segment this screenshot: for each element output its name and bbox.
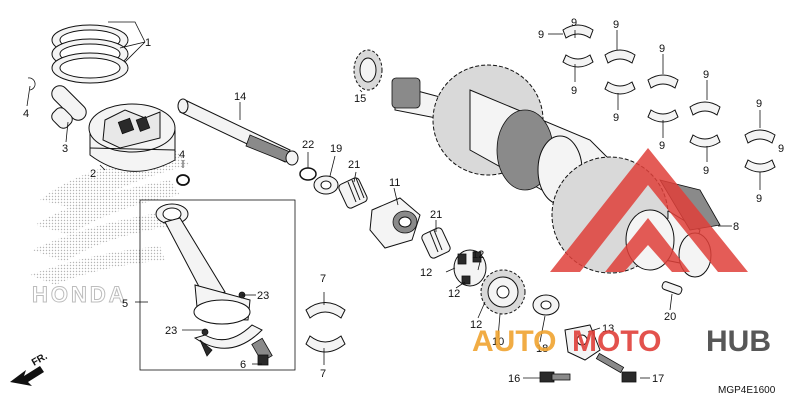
front-direction-label: FR. — [30, 351, 50, 369]
callout-7-bottom: 7 — [320, 368, 326, 380]
callout-23-a: 23 — [257, 290, 269, 302]
connecting-rod — [155, 203, 251, 325]
callout-19: 19 — [330, 143, 342, 155]
front-direction-arrow-icon — [10, 366, 44, 386]
needle-bearing-2 — [421, 227, 451, 259]
callout-9-i: 9 — [703, 165, 709, 177]
callout-15: 15 — [354, 93, 366, 105]
needle-bearing — [338, 177, 368, 209]
callout-23-b: 23 — [165, 325, 177, 337]
callout-11: 11 — [389, 177, 400, 189]
callout-10: 10 — [492, 336, 504, 348]
callout-21-b: 21 — [430, 209, 442, 221]
callout-9-g: 9 — [659, 140, 665, 152]
callout-9-d: 9 — [613, 19, 619, 31]
callout-9-h: 9 — [703, 69, 709, 81]
callout-9-k: 9 — [756, 193, 762, 205]
callout-16: 16 — [508, 373, 520, 385]
callout-4-right: 4 — [179, 149, 185, 161]
piston-pin-clip — [27, 77, 36, 91]
balancer-shaft — [177, 98, 299, 166]
callout-17: 17 — [652, 373, 664, 385]
honda-watermark-text: HONDA — [32, 282, 128, 307]
callout-9-e: 9 — [613, 112, 619, 124]
bolt-17 — [595, 352, 637, 383]
callout-9-a: 9 — [538, 29, 544, 41]
connecting-rod-cap — [193, 324, 263, 357]
callout-7-top: 7 — [320, 273, 326, 285]
callout-9-j: 9 — [756, 98, 762, 110]
callout-9-l: 9 — [778, 143, 784, 155]
automotohub-watermark — [550, 148, 748, 272]
callout-2: 2 — [90, 168, 96, 180]
callout-9-b: 9 — [571, 17, 577, 29]
watermark-moto: MOTO — [572, 325, 661, 358]
callout-6: 6 — [240, 359, 246, 371]
callout-12-a: 12 — [472, 249, 484, 261]
piston-rings — [51, 24, 129, 84]
callout-18: 18 — [536, 343, 548, 355]
callout-5: 5 — [122, 298, 128, 310]
callout-12-b: 12 — [420, 267, 432, 279]
diagram-code: MGP4E1600 — [718, 385, 776, 396]
watermark-auto: AUTO — [472, 325, 556, 358]
callout-12-d: 12 — [470, 319, 482, 331]
callout-12-c: 12 — [448, 288, 460, 300]
collar-12 — [453, 249, 487, 287]
rod-bolt-dot — [201, 328, 209, 336]
balancer-gear — [480, 269, 526, 315]
callout-1: 1 — [145, 37, 151, 49]
conrod-bearing-shells — [305, 302, 346, 353]
callout-21-a: 21 — [348, 159, 360, 171]
callout-22: 22 — [302, 139, 314, 151]
callout-9-c: 9 — [571, 85, 577, 97]
woodruff-key — [661, 281, 683, 295]
callout-13: 13 — [602, 323, 614, 335]
piston-pin — [51, 85, 87, 129]
callout-4-left: 4 — [23, 108, 29, 120]
circlip-22 — [299, 167, 317, 181]
connecting-rod-box — [139, 199, 296, 371]
primary-gear-15 — [353, 49, 383, 91]
callout-3: 3 — [62, 143, 68, 155]
piston — [88, 103, 176, 172]
piston-clip-right — [176, 174, 190, 186]
callout-14: 14 — [234, 91, 246, 103]
leader-lines — [26, 30, 761, 379]
bolt-16 — [539, 371, 571, 383]
callout-20: 20 — [664, 311, 676, 323]
balancer-weight-11 — [369, 197, 421, 249]
callout-9-f: 9 — [659, 43, 665, 55]
rod-nut — [251, 337, 273, 366]
watermark-hub: HUB — [706, 325, 771, 358]
bracket-13 — [564, 324, 601, 361]
callout-8: 8 — [733, 221, 739, 233]
main-bearing-shells — [562, 24, 776, 173]
